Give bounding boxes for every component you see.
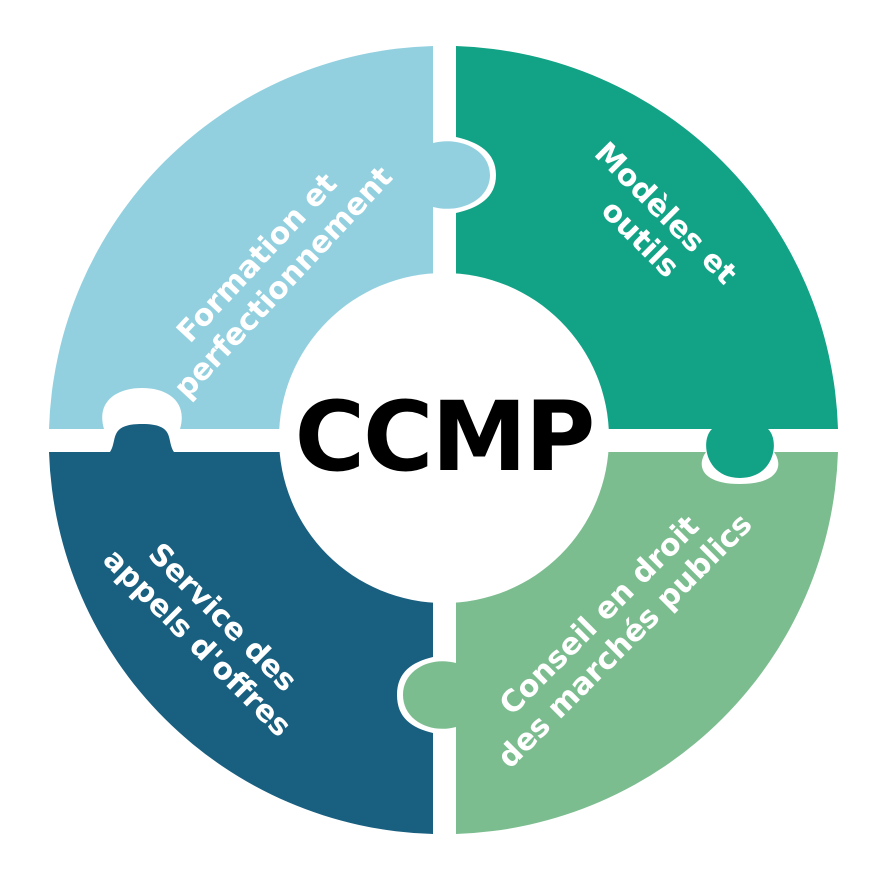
center-title: CCMP [295,381,594,493]
center-circle [279,273,609,603]
